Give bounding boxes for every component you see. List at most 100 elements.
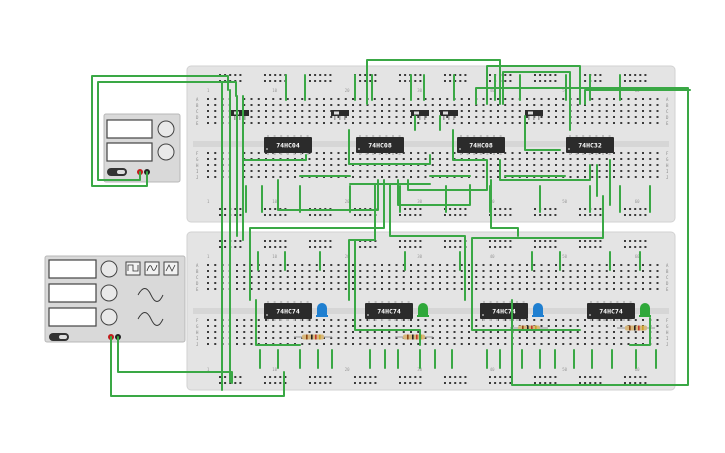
rail-hole[interactable]: [314, 80, 317, 82]
terminal-hole[interactable]: [504, 276, 507, 278]
terminal-hole[interactable]: [504, 282, 507, 284]
terminal-hole[interactable]: [489, 331, 492, 333]
terminal-hole[interactable]: [576, 122, 579, 124]
terminal-hole[interactable]: [250, 170, 253, 172]
terminal-hole[interactable]: [294, 176, 296, 178]
terminal-hole[interactable]: [294, 276, 296, 278]
terminal-hole[interactable]: [627, 337, 630, 339]
terminal-hole[interactable]: [620, 264, 623, 266]
terminal-hole[interactable]: [243, 122, 246, 124]
rail-hole[interactable]: [319, 80, 322, 82]
terminal-hole[interactable]: [301, 325, 304, 327]
terminal-hole[interactable]: [526, 282, 528, 284]
terminal-hole[interactable]: [207, 152, 209, 154]
terminal-hole[interactable]: [627, 331, 630, 333]
terminal-hole[interactable]: [381, 282, 383, 284]
terminal-hole[interactable]: [431, 270, 434, 272]
rail-hole[interactable]: [419, 80, 422, 82]
terminal-hole[interactable]: [257, 325, 260, 327]
terminal-hole[interactable]: [518, 110, 521, 112]
terminal-hole[interactable]: [489, 116, 492, 118]
terminal-hole[interactable]: [526, 116, 528, 118]
terminal-hole[interactable]: [511, 104, 514, 106]
terminal-hole[interactable]: [431, 319, 434, 321]
terminal-hole[interactable]: [315, 343, 318, 345]
terminal-hole[interactable]: [431, 158, 434, 160]
terminal-hole[interactable]: [286, 170, 289, 172]
terminal-hole[interactable]: [308, 319, 311, 321]
terminal-hole[interactable]: [656, 343, 659, 345]
terminal-hole[interactable]: [576, 288, 579, 290]
wire-generator-signal[interactable]: [110, 336, 285, 397]
terminal-hole[interactable]: [402, 158, 405, 160]
terminal-hole[interactable]: [562, 343, 565, 345]
terminal-hole[interactable]: [315, 325, 318, 327]
terminal-hole[interactable]: [627, 264, 630, 266]
terminal-hole[interactable]: [605, 343, 608, 345]
terminal-hole[interactable]: [366, 325, 369, 327]
terminal-hole[interactable]: [453, 104, 456, 106]
rail-hole[interactable]: [269, 240, 272, 242]
rail-hole[interactable]: [454, 246, 457, 248]
terminal-hole[interactable]: [497, 164, 499, 166]
rail-hole[interactable]: [234, 246, 237, 248]
terminal-hole[interactable]: [439, 325, 441, 327]
wire-supply-ground[interactable]: [91, 75, 229, 187]
rail-hole[interactable]: [489, 246, 491, 248]
wire-internal[interactable]: [348, 129, 431, 165]
terminal-hole[interactable]: [446, 270, 449, 272]
terminal-hole[interactable]: [265, 270, 267, 272]
rail-hole[interactable]: [239, 208, 242, 210]
terminal-hole[interactable]: [562, 98, 565, 100]
terminal-hole[interactable]: [605, 276, 608, 278]
rail-hole[interactable]: [279, 80, 282, 82]
terminal-hole[interactable]: [576, 337, 579, 339]
terminal-hole[interactable]: [598, 319, 601, 321]
terminal-hole[interactable]: [294, 122, 296, 124]
terminal-hole[interactable]: [337, 276, 340, 278]
led[interactable]: [316, 303, 328, 317]
terminal-hole[interactable]: [569, 282, 572, 284]
terminal-hole[interactable]: [417, 158, 420, 160]
terminal-hole[interactable]: [410, 325, 412, 327]
rail-hole[interactable]: [454, 376, 457, 378]
terminal-hole[interactable]: [569, 270, 572, 272]
terminal-hole[interactable]: [250, 319, 253, 321]
switch-lever[interactable]: [334, 111, 339, 115]
terminal-hole[interactable]: [649, 152, 652, 154]
rail-hole[interactable]: [404, 246, 407, 248]
ic-chip[interactable]: 74HC74: [264, 301, 312, 321]
terminal-hole[interactable]: [540, 152, 543, 154]
terminal-hole[interactable]: [308, 276, 311, 278]
rail-hole[interactable]: [274, 208, 277, 210]
terminal-hole[interactable]: [642, 170, 644, 172]
terminal-hole[interactable]: [323, 122, 325, 124]
wire-internal[interactable]: [499, 159, 591, 181]
terminal-hole[interactable]: [410, 319, 412, 321]
terminal-hole[interactable]: [489, 337, 492, 339]
terminal-hole[interactable]: [323, 264, 325, 266]
terminal-hole[interactable]: [272, 264, 275, 266]
terminal-hole[interactable]: [359, 170, 362, 172]
terminal-hole[interactable]: [431, 282, 434, 284]
terminal-hole[interactable]: [301, 110, 304, 112]
terminal-hole[interactable]: [598, 325, 601, 327]
terminal-hole[interactable]: [576, 270, 579, 272]
terminal-hole[interactable]: [576, 158, 579, 160]
terminal-hole[interactable]: [424, 158, 427, 160]
rail-hole[interactable]: [584, 208, 587, 210]
rail-hole[interactable]: [234, 240, 237, 242]
terminal-hole[interactable]: [656, 270, 659, 272]
terminal-hole[interactable]: [366, 264, 369, 266]
terminal-hole[interactable]: [330, 170, 333, 172]
terminal-hole[interactable]: [395, 325, 398, 327]
terminal-hole[interactable]: [424, 264, 427, 266]
terminal-hole[interactable]: [236, 282, 238, 284]
rail-hole[interactable]: [359, 80, 362, 82]
terminal-hole[interactable]: [250, 116, 253, 118]
terminal-hole[interactable]: [446, 152, 449, 154]
rail-hole[interactable]: [539, 214, 542, 216]
terminal-hole[interactable]: [591, 264, 594, 266]
terminal-hole[interactable]: [214, 264, 217, 266]
terminal-hole[interactable]: [330, 104, 333, 106]
